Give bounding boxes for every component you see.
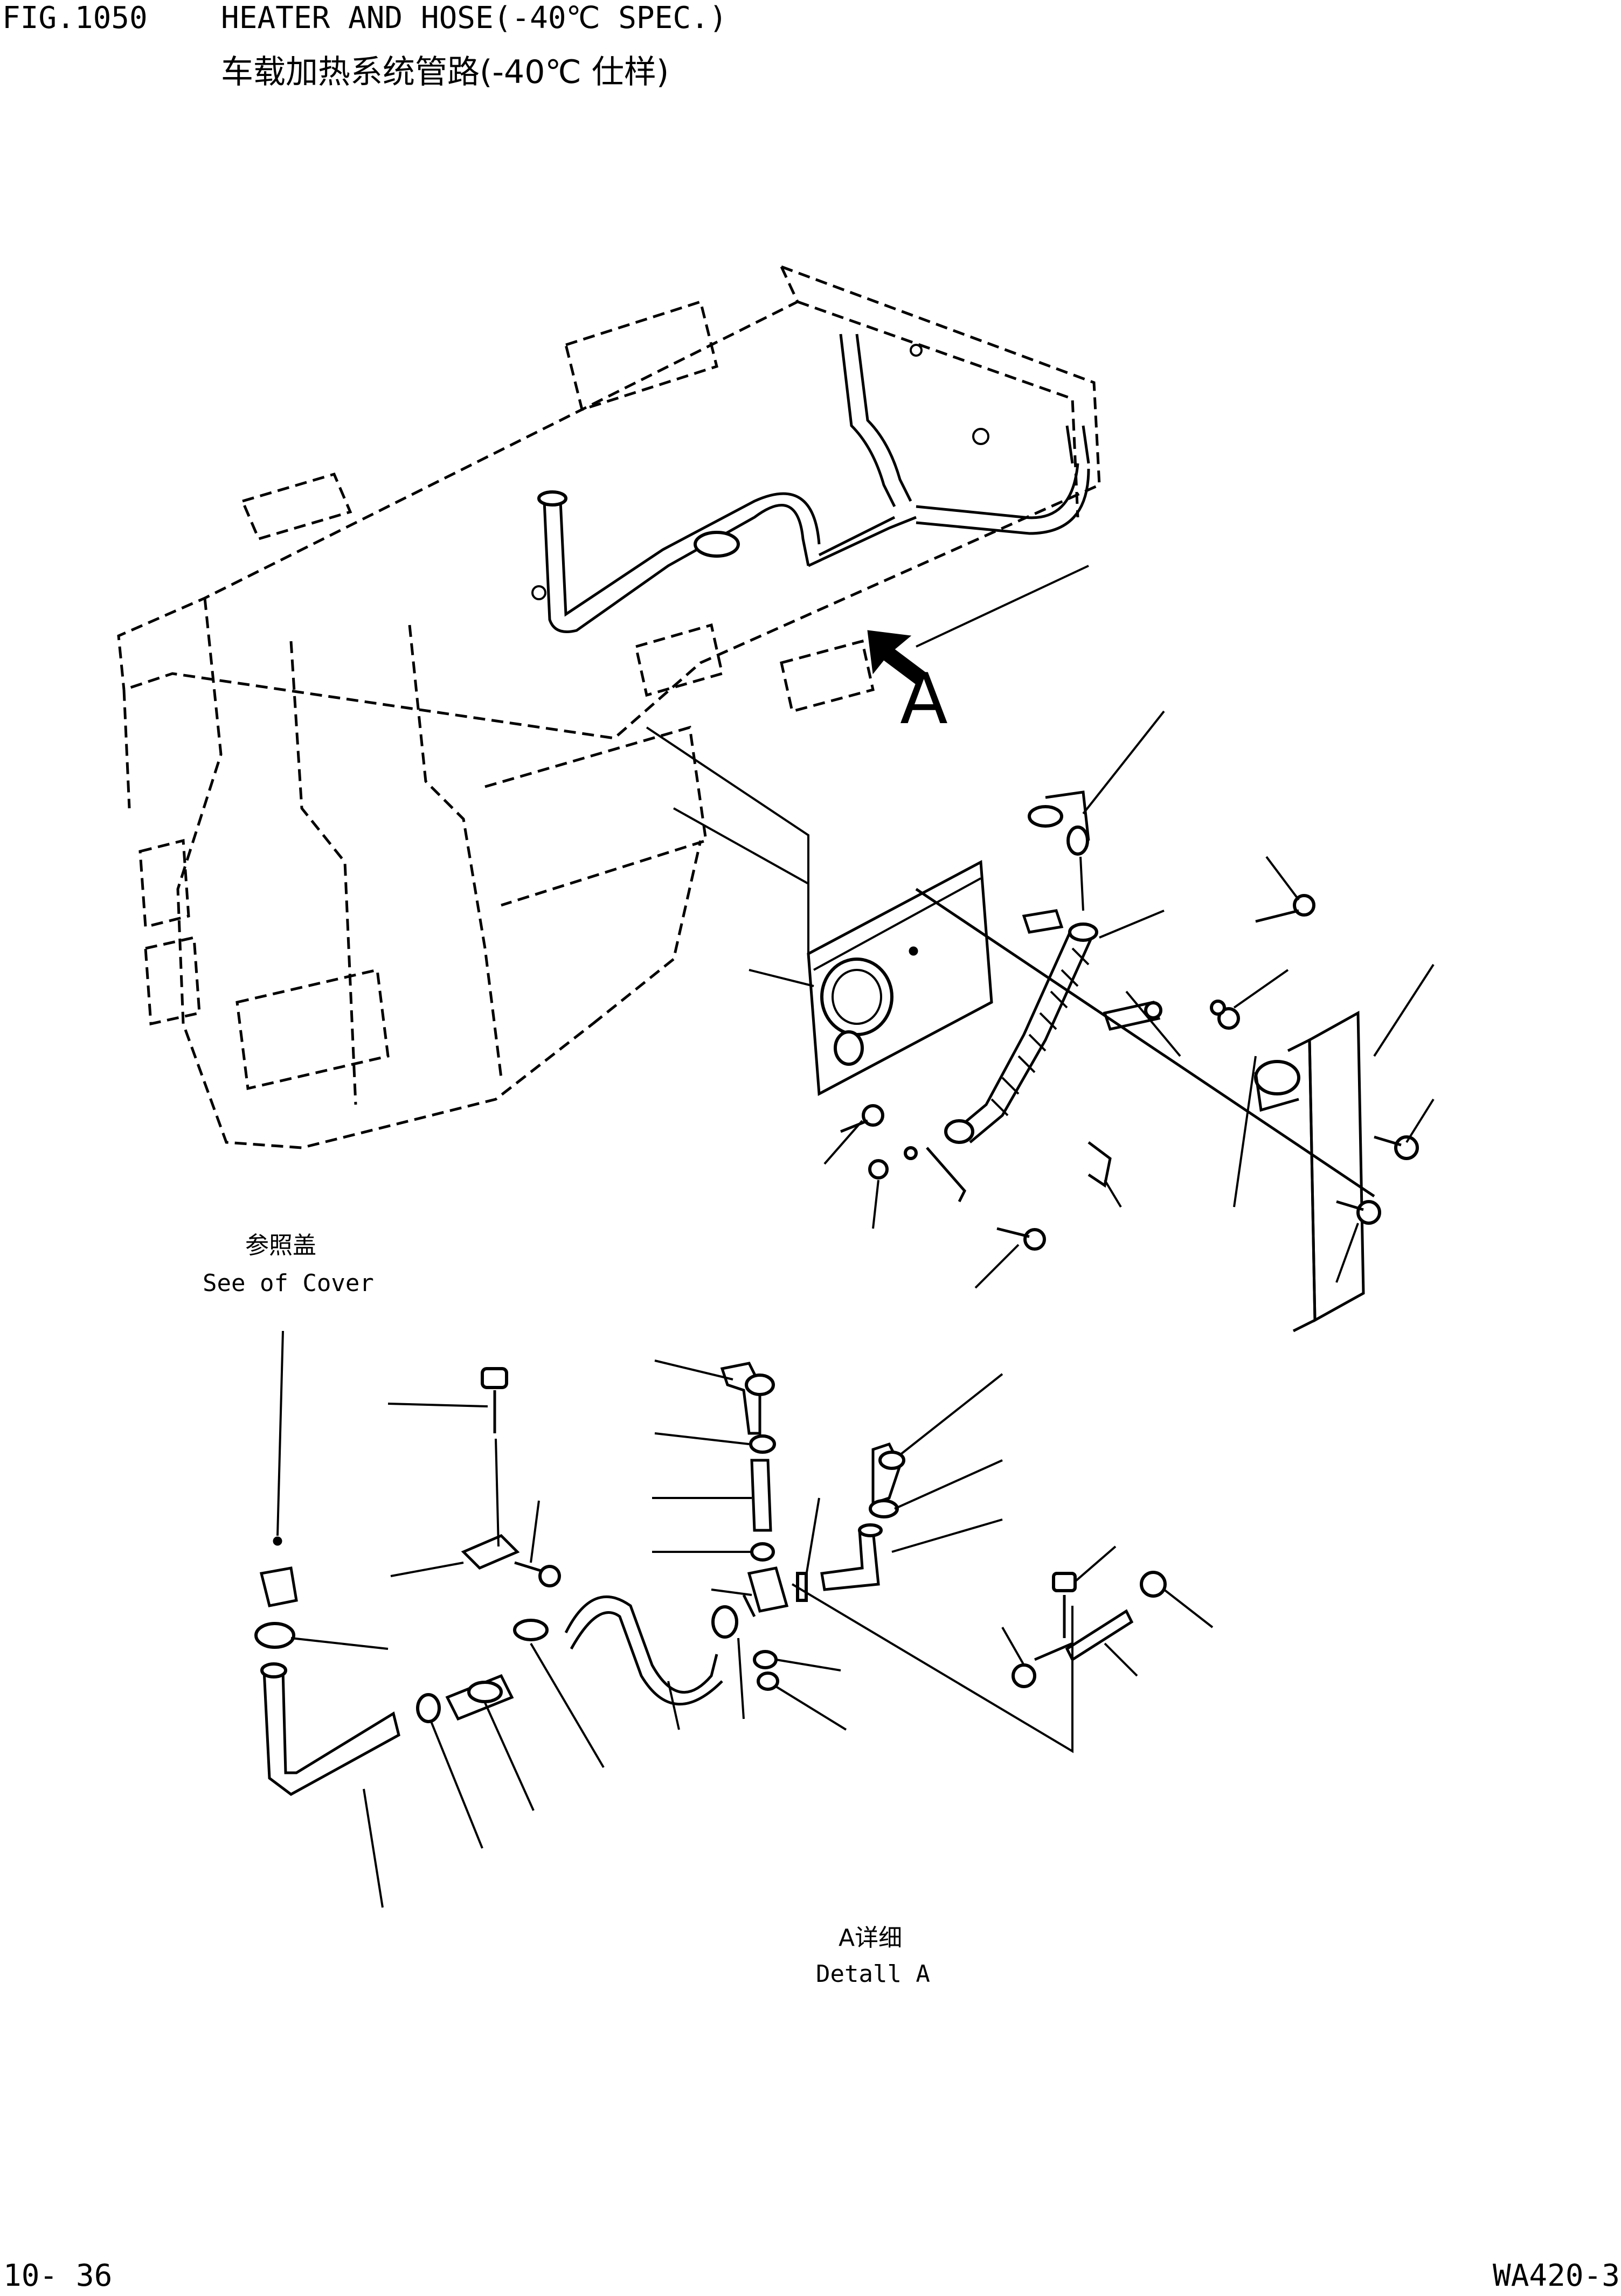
main-leader-lines — [749, 710, 1435, 1289]
page-number: 10- 36 — [3, 2258, 113, 2293]
detail-a-assembly — [254, 1330, 1167, 1796]
view-arrow-a — [867, 565, 1089, 685]
heater-panel — [646, 726, 993, 1096]
detail-a-label-chinese: A详细 — [839, 1924, 903, 1952]
see-cover-label-chinese: 参照盖 — [245, 1232, 316, 1259]
figure-title-english: HEATER AND HOSE(-40℃ SPEC.) — [221, 1, 728, 36]
vehicle-frame-outline — [117, 265, 1101, 1149]
see-cover-label-english: See of Cover — [203, 1270, 374, 1297]
heater-hose-routing — [537, 334, 1090, 633]
detail-leader-lines — [290, 1359, 1214, 1908]
model-code: WA420-3 — [1493, 2258, 1620, 2293]
heater-hose-spiral — [944, 790, 1098, 1144]
figure-number: FIG.1050 — [2, 1, 148, 36]
figure-title-chinese: 车载加热系统管路(-40℃ 仕样) — [221, 53, 669, 91]
view-a-letter: A — [900, 658, 948, 740]
detail-a-label-english: Detall A — [816, 1960, 930, 1988]
bracket-and-hardware — [840, 887, 1419, 1333]
